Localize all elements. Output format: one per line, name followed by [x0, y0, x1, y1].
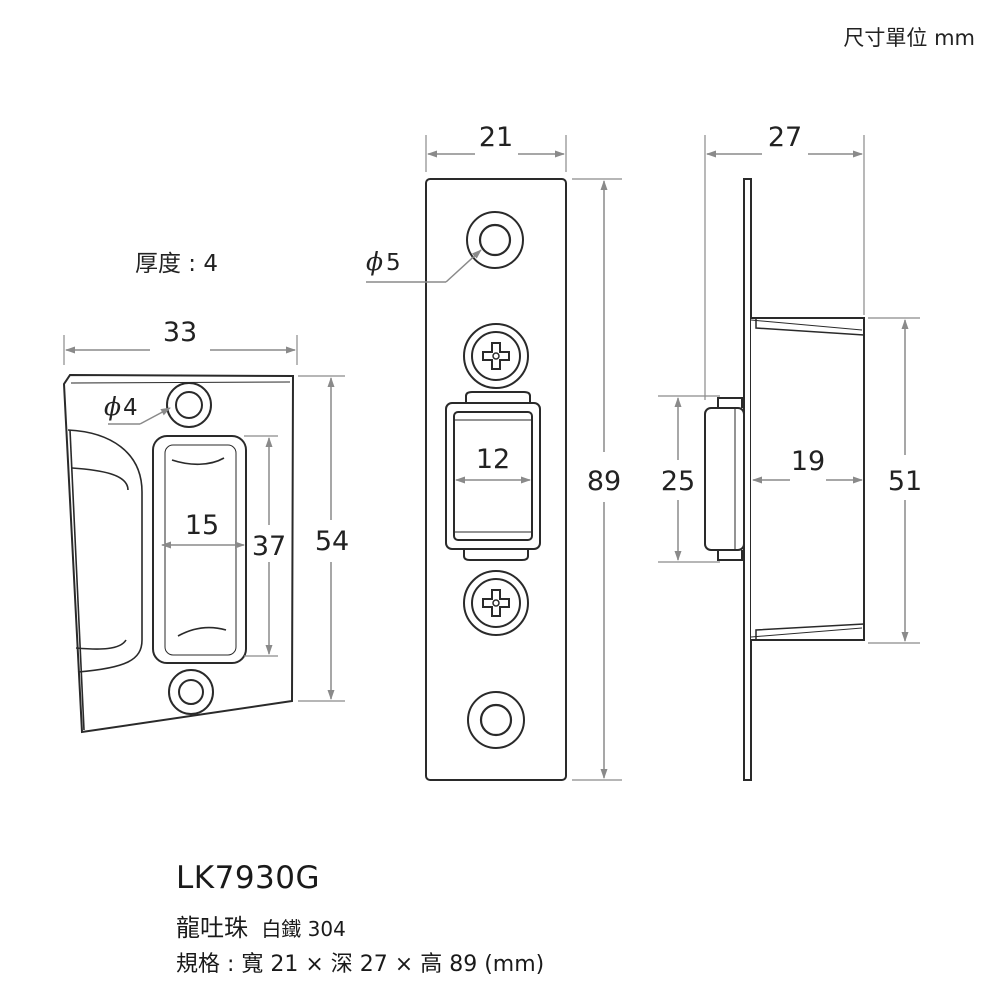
strike-plate-slot	[152, 435, 247, 664]
product-material: 白鐵 304	[261, 917, 346, 941]
strike-plate-view: 厚度 : 4 ϕ4 33	[62, 251, 349, 734]
dim-27: 27	[768, 122, 802, 153]
thickness-note: 厚度 : 4	[135, 251, 218, 277]
dim-33: 33	[163, 317, 197, 348]
model-number: LK7930G	[176, 860, 321, 896]
dim-25: 25	[661, 466, 695, 497]
product-name: 龍吐珠	[176, 914, 248, 942]
strike-plate-lip	[67, 429, 143, 731]
unit-note: 尺寸單位 mm	[843, 26, 975, 50]
dim-15: 15	[185, 510, 219, 541]
product-name-line: 龍吐珠 白鐵 304	[176, 908, 346, 943]
roller-housing	[445, 391, 541, 561]
product-spec: 規格 : 寬 21 × 深 27 × 高 89 (mm)	[176, 952, 545, 977]
dim-51: 51	[888, 466, 922, 497]
dim-37: 37	[252, 531, 286, 562]
phi4-label: ϕ4	[104, 392, 138, 421]
screw-bottom	[463, 570, 529, 636]
side-roller	[704, 397, 745, 561]
side-profile-view: 27 25 19 51	[658, 122, 922, 781]
dim-12: 12	[476, 444, 510, 475]
dim-89: 89	[587, 466, 621, 497]
side-body	[750, 317, 865, 641]
dim-54: 54	[315, 526, 349, 557]
screw-top	[463, 323, 529, 389]
dim-21: 21	[479, 122, 513, 153]
dim-19: 19	[791, 446, 825, 477]
side-plate	[743, 178, 752, 781]
